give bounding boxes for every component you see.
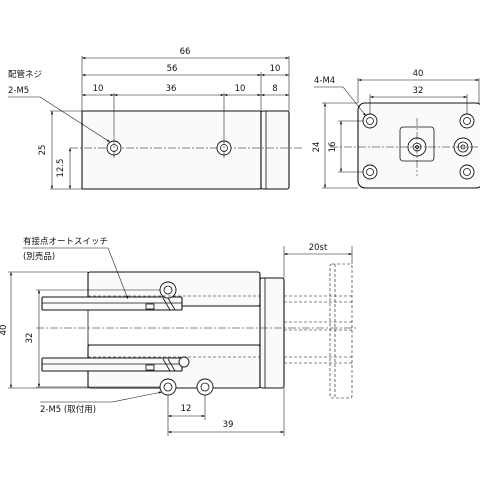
callout-port-spec: 2-M5 xyxy=(8,86,29,96)
top-port-hole-right xyxy=(216,136,232,160)
dim-rail-pitch: 32 xyxy=(25,333,35,344)
auto-switch-upper xyxy=(145,297,176,311)
end-view-hole-tr xyxy=(459,113,475,129)
top-port-hole-left xyxy=(106,136,122,160)
callout-switch-line2: (別売品) xyxy=(23,251,55,262)
dim-hole-pitch: 36 xyxy=(166,84,177,94)
stroke-end-phantom-plate xyxy=(329,263,353,399)
dim-half-height: 12.5 xyxy=(56,159,66,178)
dim-overall-length: 66 xyxy=(180,47,191,57)
dim-plate-thickness: 8 xyxy=(272,84,277,94)
dim-mount-pitch: 12 xyxy=(181,404,192,414)
end-view-hole-br xyxy=(459,164,475,180)
dim-hole-offset-right: 10 xyxy=(235,84,246,94)
callout-port-title: 配管ネジ xyxy=(8,69,42,80)
dim-hole-offset-left: 10 xyxy=(93,84,104,94)
dim-end-hole-pitch-y: 16 xyxy=(328,142,338,153)
dim-rod-position: 39 xyxy=(223,420,234,430)
front-view: 20st 40 32 12 39 有接点オートスイッチ (別売品) 2-M5 (… xyxy=(0,236,358,436)
end-view: 40 32 24 16 4-M4 xyxy=(312,69,480,189)
auto-switch-lower xyxy=(145,356,190,372)
callout-holes: 4-M4 xyxy=(314,76,335,86)
callout-mount: 2-M5 (取付用) xyxy=(40,404,96,415)
dim-end-width: 40 xyxy=(413,69,424,79)
dim-end-hole-pitch-x: 32 xyxy=(413,86,424,96)
dim-front-height: 40 xyxy=(0,325,9,336)
dim-end-plate-length: 10 xyxy=(270,64,281,74)
dim-end-height: 24 xyxy=(312,142,322,153)
front-mount-hole-top xyxy=(159,281,177,299)
front-rail-lower xyxy=(41,357,183,372)
end-view-hole-tl xyxy=(362,113,378,129)
top-view: 66 56 10 10 36 10 8 25 12.5 配管ネジ 2-M5 xyxy=(8,47,304,190)
end-view-hole-bl xyxy=(362,164,378,180)
dim-stroke: 20st xyxy=(309,243,328,253)
dim-body-length: 56 xyxy=(167,64,178,74)
callout-switch-line1: 有接点オートスイッチ xyxy=(23,236,108,247)
front-mount-hole-bottom-left xyxy=(159,378,177,396)
front-mount-hole-bottom-right xyxy=(196,378,214,396)
top-view-end-plate xyxy=(260,110,290,190)
dim-height: 25 xyxy=(38,145,48,156)
front-rail-upper xyxy=(41,296,183,311)
front-end-plate xyxy=(259,277,285,389)
